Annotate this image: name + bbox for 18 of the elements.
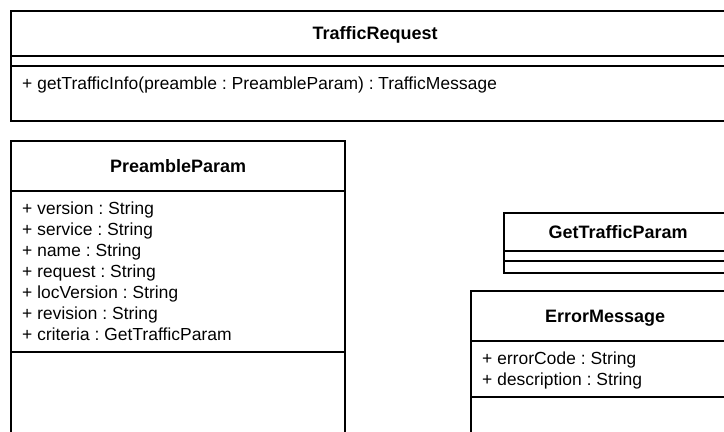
class-name: TrafficRequest bbox=[312, 23, 438, 44]
class-box bbox=[470, 290, 724, 432]
class-member: + errorCode : String bbox=[482, 348, 638, 369]
class-member: + description : String bbox=[482, 369, 644, 390]
class-member: + locVersion : String bbox=[22, 282, 180, 303]
class-name: GetTrafficParam bbox=[548, 222, 688, 242]
class-member: + name : String bbox=[22, 240, 142, 261]
class-name: ErrorMessage bbox=[544, 306, 666, 326]
class-member: + getTrafficInfo(preamble : PreambleParam) : TrafficMessage bbox=[22, 73, 498, 94]
class-box bbox=[503, 212, 724, 274]
class-member: + criteria : GetTrafficParam bbox=[22, 324, 233, 345]
class-member: + service : String bbox=[22, 219, 154, 240]
class-member: + request : String bbox=[22, 261, 157, 282]
class-box bbox=[10, 140, 346, 432]
class-member: + revision : String bbox=[22, 303, 159, 324]
class-member: + version : String bbox=[22, 198, 155, 219]
class-box bbox=[10, 10, 724, 122]
class-name: PreambleParam bbox=[110, 156, 246, 176]
